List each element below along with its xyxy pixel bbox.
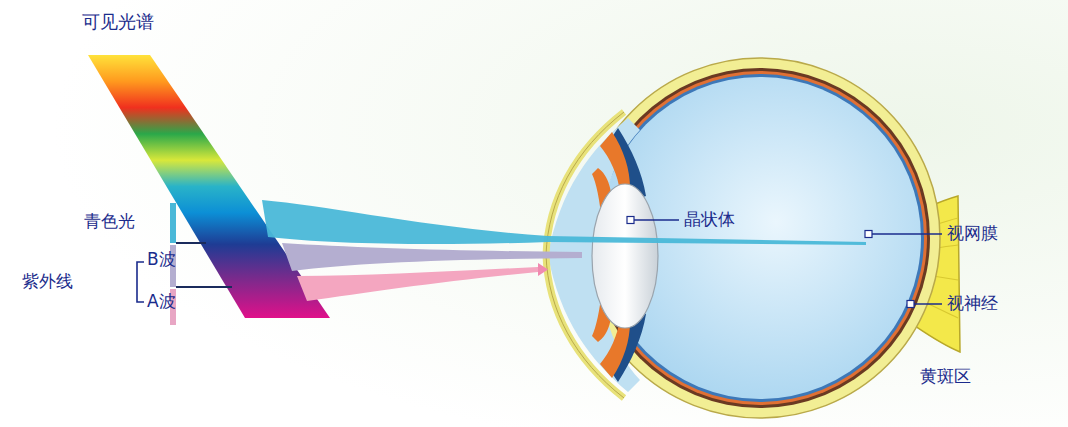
macula-label: 黄斑区 xyxy=(920,367,971,387)
uvb-label: B波 xyxy=(147,250,176,270)
cyan-bar xyxy=(170,203,176,243)
uvb-beam xyxy=(282,243,582,271)
cyan-beam xyxy=(262,200,866,245)
uva-label: A波 xyxy=(147,292,176,312)
uva-arrowhead xyxy=(538,263,548,276)
leader-line xyxy=(872,233,942,235)
optic-nerve-label: 视神经 xyxy=(947,294,998,314)
uv-label: 紫外线 xyxy=(22,272,73,292)
leader-dot xyxy=(627,217,634,224)
divider-line xyxy=(176,286,232,288)
divider-line xyxy=(176,242,206,244)
retina-label: 视网膜 xyxy=(947,224,998,244)
leader-line xyxy=(914,303,942,305)
leader-dot xyxy=(907,301,914,308)
leader-dot xyxy=(865,231,872,238)
lens-label: 晶状体 xyxy=(684,210,735,230)
lens xyxy=(592,184,658,328)
uva-beam xyxy=(297,267,538,301)
spectrum-title: 可见光谱 xyxy=(82,12,154,33)
bracket xyxy=(137,262,144,302)
leader-line xyxy=(634,219,679,221)
spectrum-band xyxy=(88,55,330,318)
cyan-label: 青色光 xyxy=(84,212,135,232)
